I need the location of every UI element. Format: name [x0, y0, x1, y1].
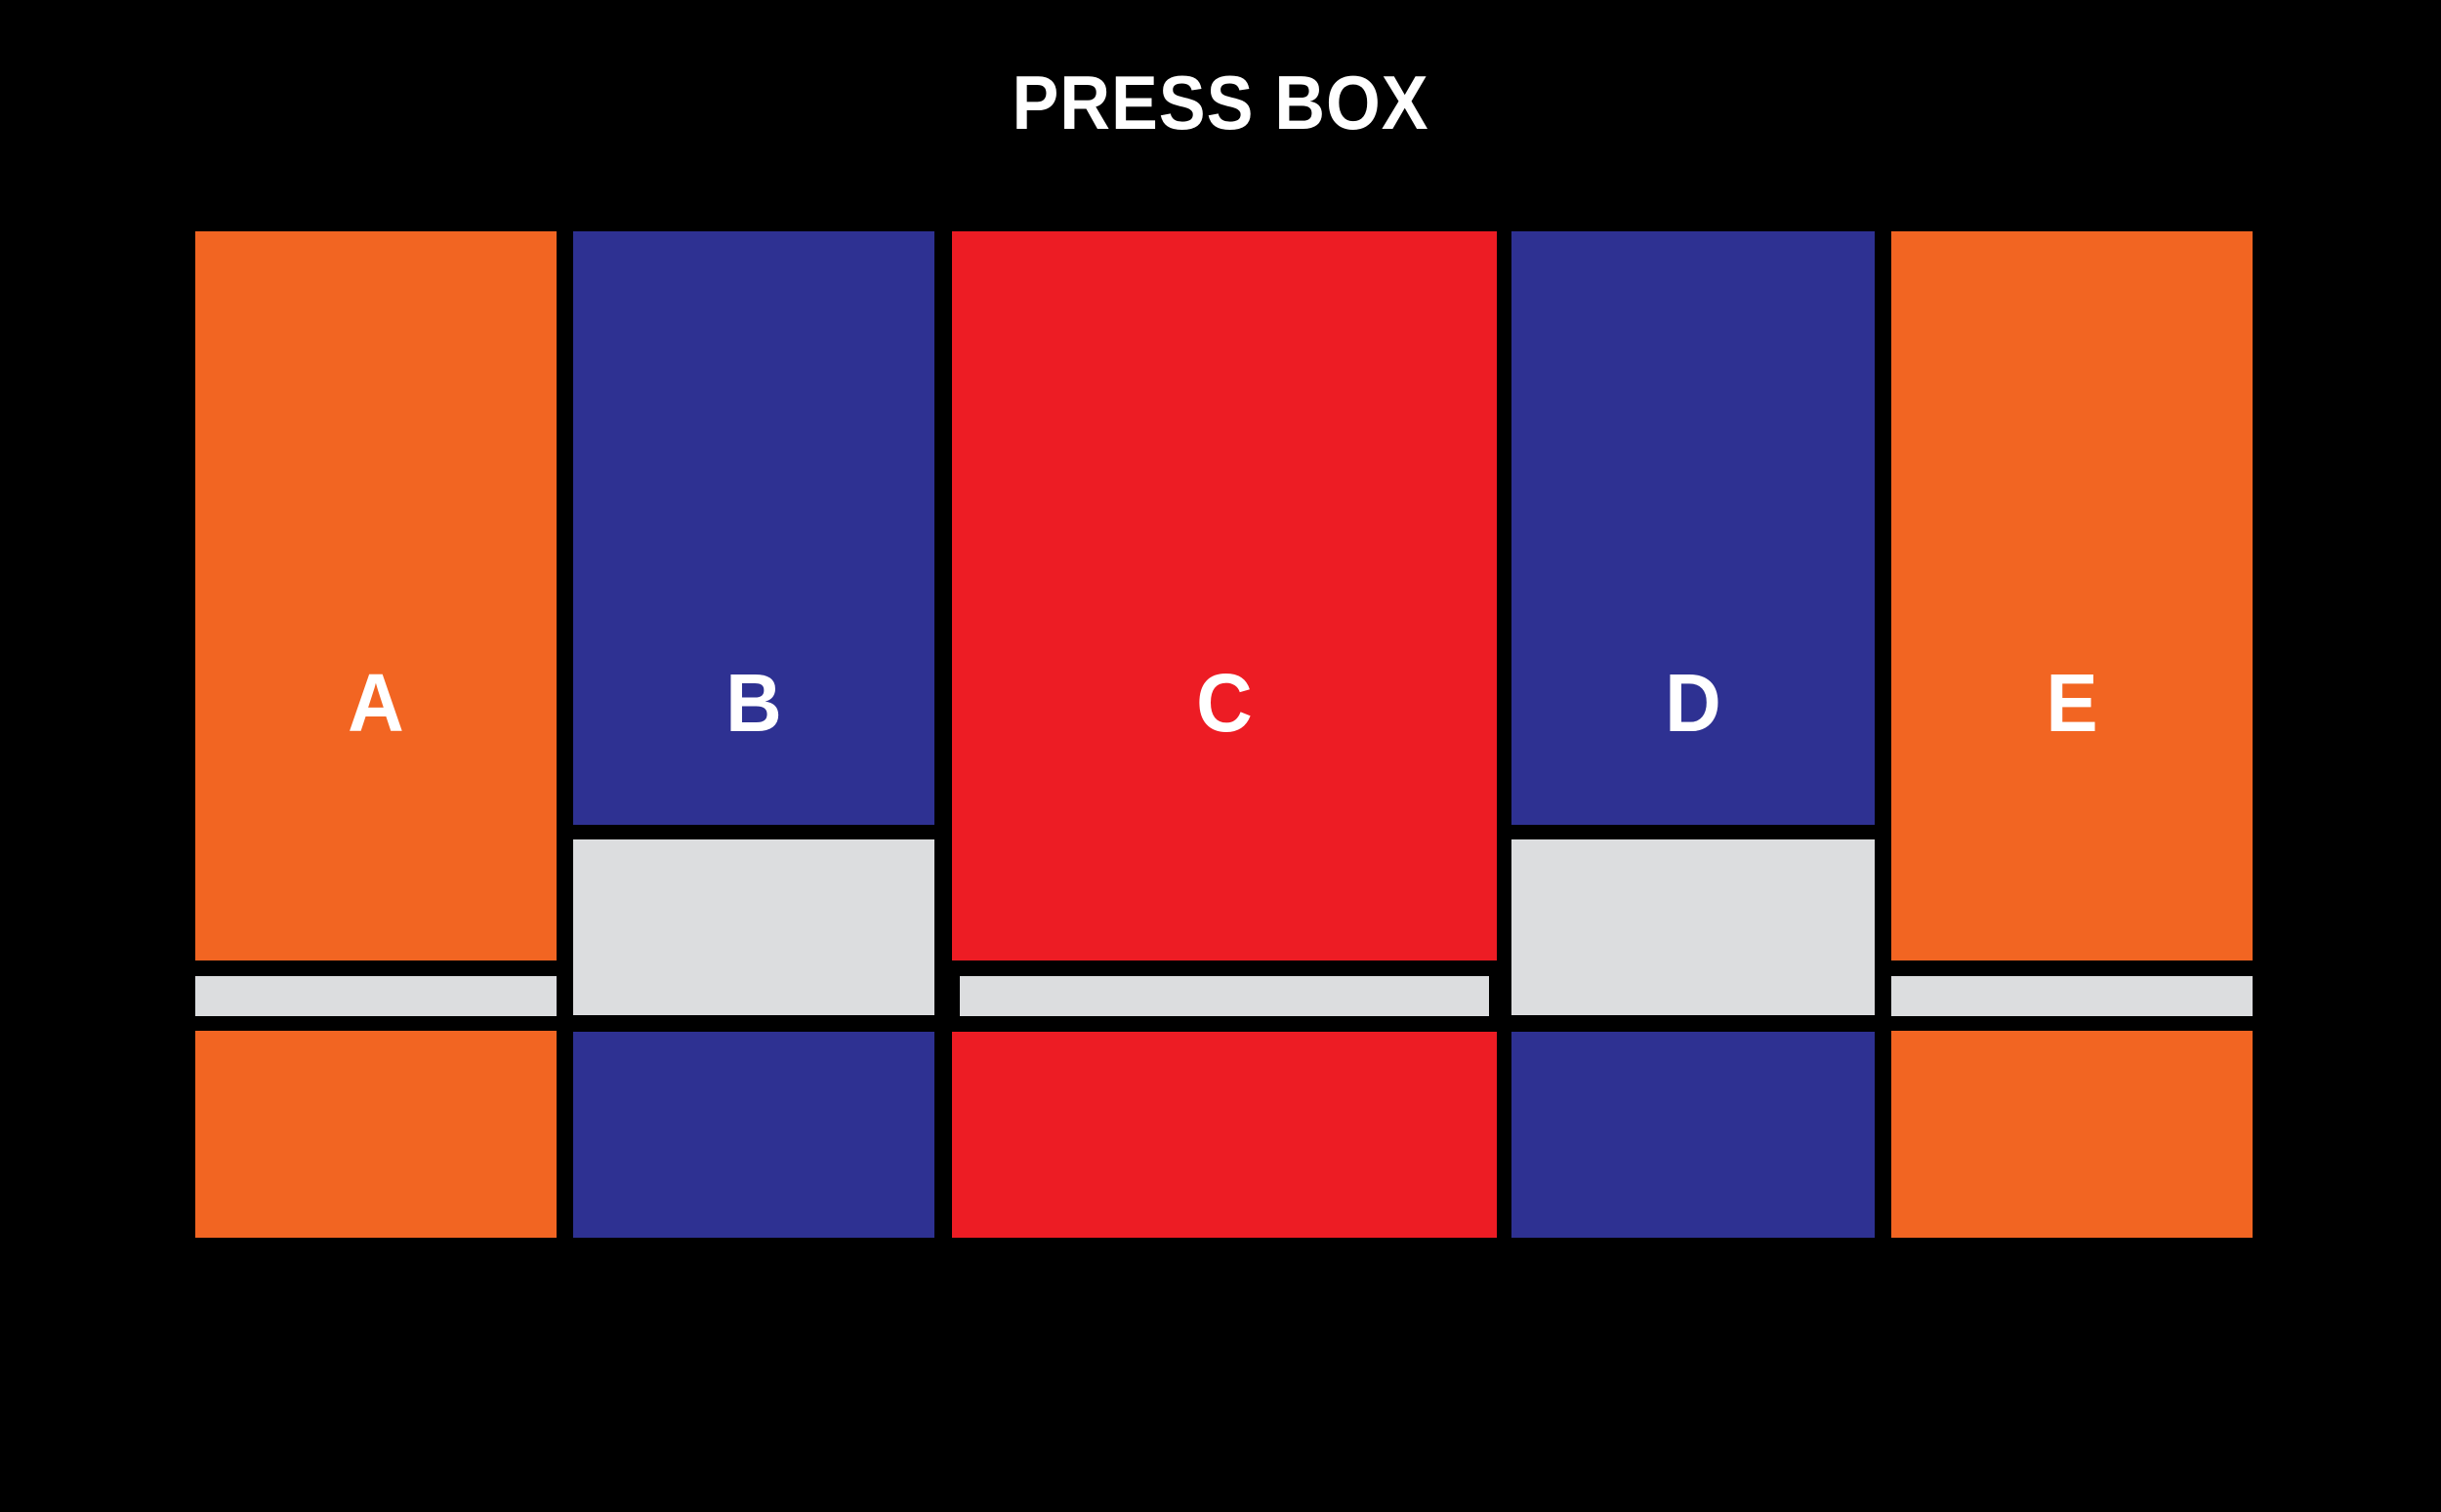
section-c-lower-block: [952, 1032, 1497, 1238]
seating-section-e[interactable]: E: [1891, 0, 2253, 1512]
section-c-aisle-band: [960, 976, 1489, 1016]
page-title: PRESS BOX: [1012, 60, 1429, 145]
section-c-label: C: [1196, 657, 1253, 749]
seating-section-a[interactable]: A: [195, 0, 557, 1512]
section-a-label: A: [348, 657, 404, 749]
section-c-upper-block: [952, 231, 1497, 960]
section-a-lower-block: [195, 1031, 557, 1238]
section-b-label: B: [725, 657, 782, 749]
section-d-upper-block: [1511, 231, 1875, 825]
section-b-aisle-band: [573, 839, 934, 1015]
section-e-label: E: [2046, 657, 2098, 749]
section-d-lower-block: [1511, 1032, 1875, 1238]
section-e-lower-block: [1891, 1031, 2253, 1238]
section-a-aisle-band: [195, 976, 557, 1016]
section-e-upper-block: [1891, 231, 2253, 960]
section-e-aisle-band: [1891, 976, 2253, 1016]
section-d-label: D: [1665, 657, 1721, 749]
seating-section-b[interactable]: B: [573, 0, 934, 1512]
section-d-aisle-band: [1511, 839, 1875, 1015]
section-a-upper-block: [195, 231, 557, 960]
section-b-lower-block: [573, 1032, 934, 1238]
seating-section-d[interactable]: D: [1511, 0, 1875, 1512]
section-b-upper-block: [573, 231, 934, 825]
seating-section-c[interactable]: C: [952, 0, 1497, 1512]
